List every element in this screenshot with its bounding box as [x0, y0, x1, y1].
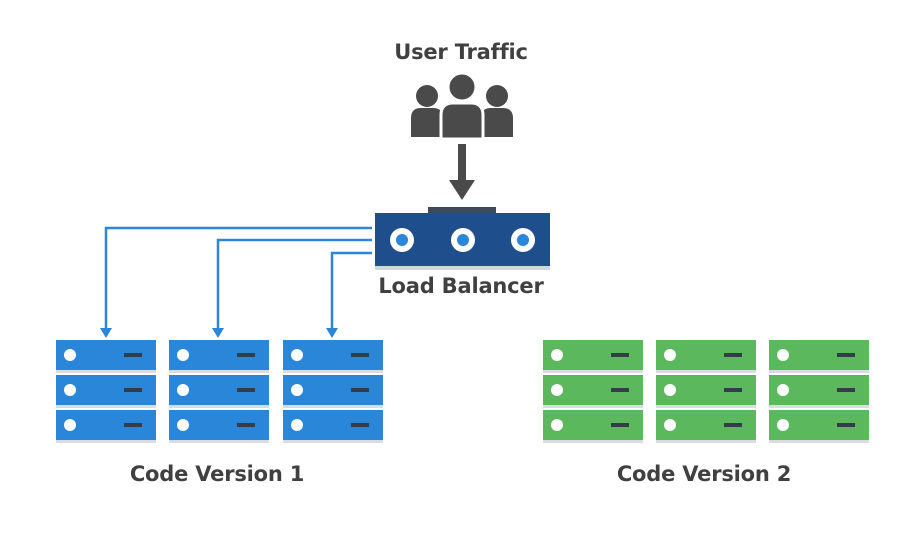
- server-slot: [237, 423, 255, 427]
- server-led: [664, 419, 676, 431]
- server-group-version-1: [56, 340, 383, 443]
- server-unit: [283, 340, 383, 373]
- server-unit: [56, 375, 156, 408]
- server-slot: [351, 353, 369, 357]
- connector-arrowheads: [100, 328, 338, 338]
- server-unit: [656, 375, 756, 408]
- connector-to-server-3: [330, 251, 372, 332]
- users-icon: [411, 71, 513, 141]
- server-unit: [56, 410, 156, 443]
- server-unit: [769, 375, 869, 408]
- server-led: [551, 349, 563, 361]
- server-led: [664, 384, 676, 396]
- server-led: [777, 384, 789, 396]
- server-led: [291, 349, 303, 361]
- server-unit: [543, 410, 643, 443]
- server-led: [64, 349, 76, 361]
- server-rack-icon: [283, 340, 383, 443]
- server-led: [177, 419, 189, 431]
- server-slot: [837, 388, 855, 392]
- load-balancer-label: Load Balancer: [378, 274, 544, 298]
- server-unit: [769, 410, 869, 443]
- server-slot: [837, 423, 855, 427]
- server-slot: [237, 353, 255, 357]
- server-slot: [351, 388, 369, 392]
- server-unit: [543, 340, 643, 373]
- server-slot: [124, 353, 142, 357]
- server-unit: [169, 340, 269, 373]
- server-rack-icon: [56, 340, 156, 443]
- server-rack-icon: [543, 340, 643, 443]
- server-slot: [837, 353, 855, 357]
- server-led: [64, 419, 76, 431]
- load-balancer-port: [451, 228, 475, 252]
- code-version-1-label: Code Version 1: [129, 462, 305, 486]
- server-unit: [769, 340, 869, 373]
- server-led: [777, 419, 789, 431]
- server-led: [64, 384, 76, 396]
- server-led: [291, 384, 303, 396]
- server-unit: [656, 340, 756, 373]
- server-slot: [611, 423, 629, 427]
- server-slot: [724, 353, 742, 357]
- connector-lines: [104, 226, 372, 332]
- server-rack-icon: [769, 340, 869, 443]
- server-unit: [56, 340, 156, 373]
- code-version-2-label: Code Version 2: [616, 462, 792, 486]
- user-traffic-label: User Traffic: [394, 40, 528, 64]
- server-slot: [611, 353, 629, 357]
- server-unit: [543, 375, 643, 408]
- server-unit: [283, 410, 383, 443]
- server-rack-icon: [656, 340, 756, 443]
- arrow-down-icon: [449, 144, 475, 200]
- server-group-version-2: [543, 340, 869, 443]
- server-slot: [237, 388, 255, 392]
- server-led: [177, 349, 189, 361]
- server-unit: [656, 410, 756, 443]
- server-slot: [124, 423, 142, 427]
- load-balancer-port: [511, 228, 535, 252]
- server-slot: [124, 388, 142, 392]
- server-slot: [724, 423, 742, 427]
- connector-to-server-1: [104, 226, 372, 332]
- server-unit: [283, 375, 383, 408]
- server-unit: [169, 375, 269, 408]
- server-slot: [351, 423, 369, 427]
- server-led: [777, 349, 789, 361]
- server-led: [291, 419, 303, 431]
- server-led: [551, 384, 563, 396]
- connector-to-server-2: [216, 238, 372, 332]
- server-slot: [611, 388, 629, 392]
- server-led: [664, 349, 676, 361]
- server-led: [177, 384, 189, 396]
- server-slot: [724, 388, 742, 392]
- server-unit: [169, 410, 269, 443]
- server-led: [551, 419, 563, 431]
- load-balancer-port: [390, 228, 414, 252]
- server-rack-icon: [169, 340, 269, 443]
- load-balancer-icon: [375, 207, 550, 270]
